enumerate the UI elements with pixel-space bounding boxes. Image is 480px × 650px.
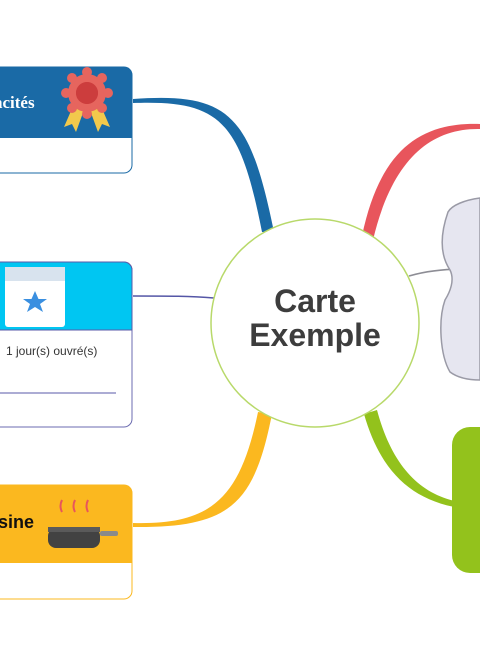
node-delay-note: 1 jour(s) ouvré(s) [6,344,98,358]
node-gray-shape[interactable] [440,197,480,381]
connector-cuisine [133,412,272,528]
central-topic-label: Carte Exemple [222,284,408,352]
connector-delay [132,295,215,299]
connector-green [364,410,460,508]
central-topic-line2: Exemple [249,317,381,353]
central-topic[interactable] [210,218,420,428]
connector-capacites [133,97,274,232]
node-capacites-label: acités [0,93,35,112]
node-green-shape[interactable] [452,427,480,573]
frying-pan-icon [48,499,118,548]
award-ribbon-icon [61,67,113,132]
connector-red [362,123,480,240]
central-topic-line1: Carte [274,283,356,319]
node-cuisine-label: sine [0,512,35,532]
calendar-star-icon [5,267,65,327]
